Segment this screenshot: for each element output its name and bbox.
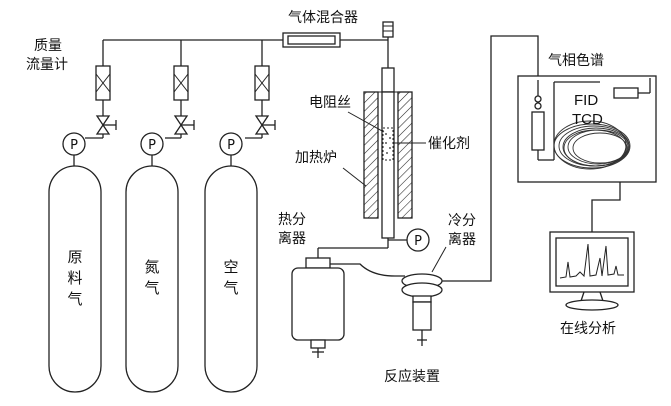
cylinder-air-label-1: 空 [223, 258, 238, 276]
cylinder-feed-gas [48, 165, 102, 393]
cylinder-air-label-2: 气 [223, 279, 238, 297]
mixer-label: 气体混合器 [288, 10, 358, 26]
heating-furnace [363, 91, 413, 219]
inlet-fitting [382, 21, 394, 38]
gas-mixer [282, 32, 341, 48]
valve-2 [173, 115, 195, 138]
cylinder-feed-label-2: 料 [67, 269, 82, 287]
mass-flow-label-1: 质量 [34, 38, 62, 54]
tcd-label: TCD [572, 111, 603, 128]
gauge-label-2: P [148, 138, 156, 153]
cold-separator-label-1: 冷分 [448, 213, 476, 229]
reaction-unit-label: 反应装置 [384, 368, 440, 385]
hot-separator-label-1: 热分 [278, 212, 306, 228]
cold-separator-label-2: 离器 [448, 231, 476, 248]
pressure-gauge-3 [219, 132, 243, 166]
gas-chromatograph [517, 75, 657, 183]
online-analysis-monitor [549, 231, 635, 311]
pressure-gauge-2 [140, 132, 164, 166]
fid-label: FID [574, 92, 598, 109]
cylinder-air [204, 165, 258, 393]
mass-flow-label-2: 流量计 [26, 57, 68, 73]
online-analysis-label: 在线分析 [560, 321, 616, 337]
hot-separator-label-2: 离器 [278, 230, 306, 247]
gauge-label-reactor: P [414, 234, 422, 249]
pressure-gauge-reactor [406, 228, 430, 252]
cylinder-feed-label-1: 原 [67, 248, 82, 266]
pressure-gauge-1 [62, 132, 86, 166]
gc-column-coil [553, 120, 631, 170]
catalyst-bed [382, 127, 394, 161]
cylinder-nitrogen-label-2: 气 [144, 279, 159, 297]
mass-flow-meter-1 [95, 65, 111, 116]
furnace-label: 加热炉 [295, 150, 337, 166]
mass-flow-meter-2 [173, 65, 189, 116]
hot-separator [291, 257, 345, 358]
gauge-label-1: P [70, 138, 78, 153]
mass-flow-meter-3 [254, 65, 270, 116]
cylinder-nitrogen-label-1: 氮 [144, 258, 159, 276]
catalyst-label: 催化剂 [428, 136, 470, 152]
valve-3 [254, 115, 276, 138]
valve-1 [95, 115, 117, 138]
cold-separator [401, 273, 443, 346]
gc-label: 气相色谱 [548, 52, 604, 69]
supply-manifold [102, 34, 389, 68]
resistance-wire-label: 电阻丝 [309, 95, 351, 111]
gauge-label-3: P [227, 138, 235, 153]
cylinder-nitrogen [125, 165, 179, 393]
cylinder-feed-label-3: 气 [67, 290, 82, 308]
